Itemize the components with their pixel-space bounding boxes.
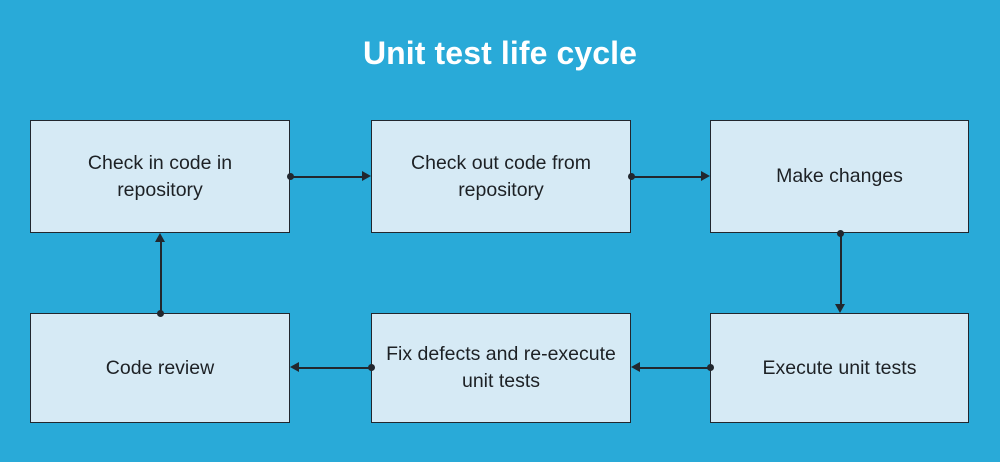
node-execute-unit-tests[interactable]: Execute unit tests bbox=[710, 313, 969, 423]
edge-line bbox=[631, 176, 701, 178]
node-check-out-code-from-repository[interactable]: Check out code from repository bbox=[371, 120, 631, 233]
node-label: Check in code in repository bbox=[87, 151, 233, 201]
node-label: Make changes bbox=[776, 165, 903, 187]
edge-line bbox=[840, 233, 842, 304]
node-check-in-code-in-repository[interactable]: Check in code in repository bbox=[30, 120, 290, 233]
node-label: Execute unit tests bbox=[762, 356, 917, 379]
edge-source-dot-icon bbox=[707, 364, 714, 371]
edge-line bbox=[160, 242, 162, 313]
edge-line bbox=[640, 367, 710, 369]
arrow-left-icon bbox=[631, 362, 640, 372]
node-fix-defects-and-re-execute-unit-tests[interactable]: Fix defects and re-execute unit tests bbox=[371, 313, 631, 423]
node-label: Fix defects and re-execute unit tests bbox=[386, 343, 616, 392]
arrow-right-icon bbox=[362, 171, 371, 181]
edge-source-dot-icon bbox=[368, 364, 375, 371]
arrow-left-icon bbox=[290, 362, 299, 372]
edge-line bbox=[299, 367, 371, 369]
arrow-up-icon bbox=[155, 233, 165, 242]
edge-source-dot-icon bbox=[157, 310, 164, 317]
node-label: Check out code from repository bbox=[411, 151, 591, 201]
node-label: Code review bbox=[105, 356, 215, 379]
node-make-changes[interactable]: Make changes bbox=[710, 120, 969, 233]
edge-line bbox=[290, 176, 362, 178]
arrow-down-icon bbox=[835, 304, 845, 313]
arrow-right-icon bbox=[701, 171, 710, 181]
node-code-review[interactable]: Code review bbox=[30, 313, 290, 423]
page-title: Unit test life cycle bbox=[362, 35, 638, 71]
